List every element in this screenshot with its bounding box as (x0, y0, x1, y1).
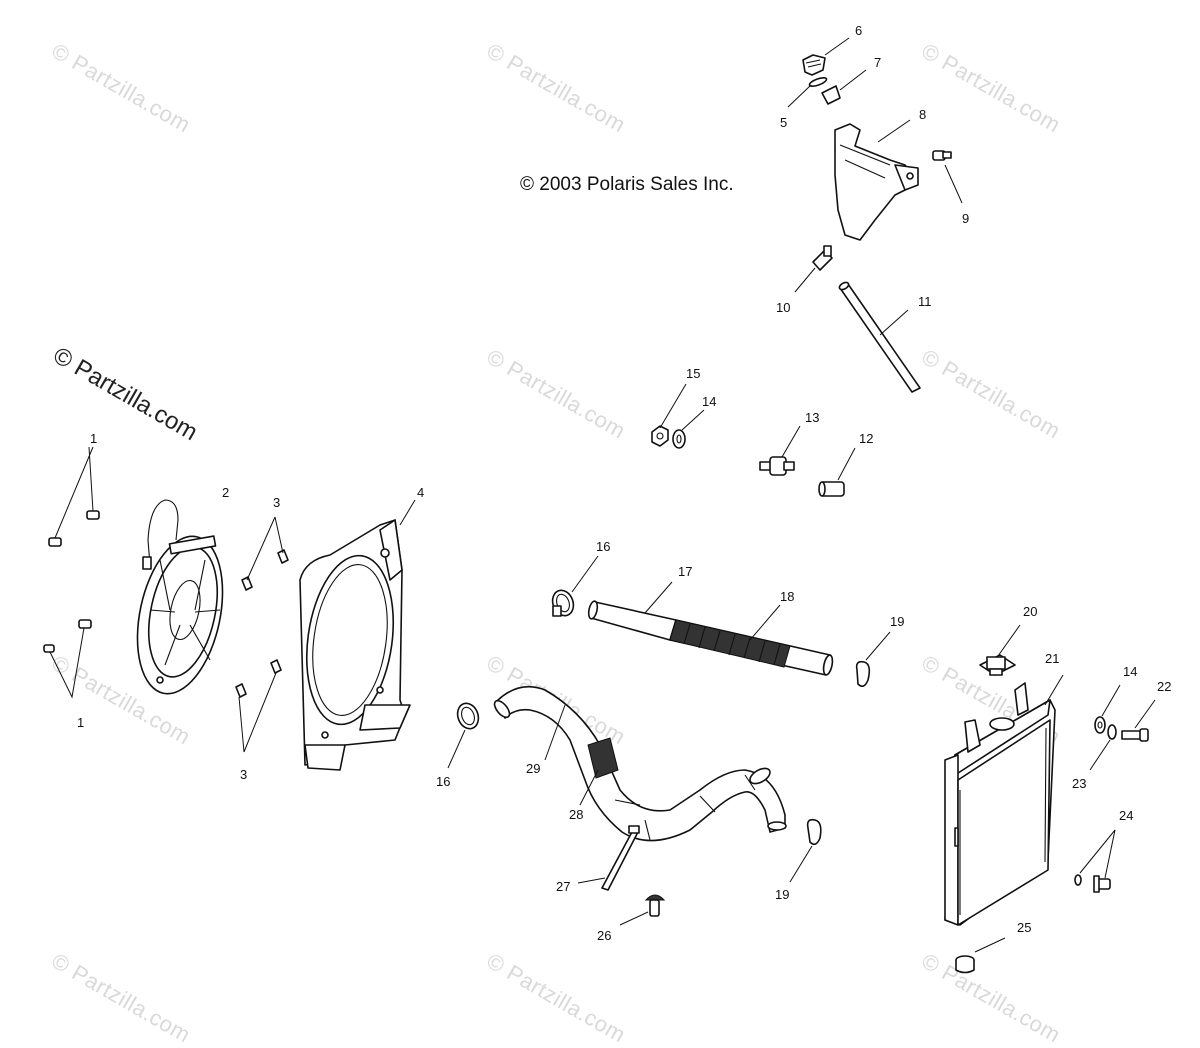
callout-29: 29 (526, 761, 541, 776)
part-29-hose-clamp[interactable] (747, 765, 772, 786)
part-24-fittings[interactable] (1074, 829, 1116, 893)
callout-25: 25 (1017, 920, 1032, 935)
callout-5: 5 (780, 115, 788, 130)
callout-28: 28 (569, 807, 584, 822)
callout-13: 13 (805, 410, 820, 425)
callout-18: 18 (780, 589, 795, 604)
part-5-o-ring[interactable] (787, 76, 828, 108)
part-6-cap[interactable] (802, 37, 850, 76)
part-1-screws[interactable] (43, 446, 100, 699)
callout-6: 6 (855, 23, 863, 38)
parts-diagram (43, 37, 1156, 974)
callout-1: 1 (90, 431, 98, 446)
part-14-washer[interactable] (672, 409, 705, 449)
part-7-neck[interactable] (821, 69, 867, 105)
part-4-fan-shroud[interactable] (297, 499, 416, 771)
callout-19: 19 (775, 887, 790, 902)
callout-21: 21 (1045, 651, 1060, 666)
callout-20: 20 (1023, 604, 1038, 619)
callout-10: 10 (776, 300, 791, 315)
part-3-clips[interactable] (235, 516, 289, 753)
callout-3: 3 (240, 767, 248, 782)
part-19-clamp-upper[interactable] (855, 631, 891, 688)
part-15-nut[interactable] (651, 383, 687, 447)
callout-7: 7 (874, 55, 882, 70)
part-23-washer[interactable] (1089, 724, 1117, 771)
part-2-fan-assembly[interactable] (124, 499, 236, 702)
callout-15: 15 (686, 366, 701, 381)
part-16-hose-clamp-upper[interactable] (549, 555, 599, 619)
part-8-coolant-reservoir[interactable] (834, 119, 919, 241)
part-17-hose[interactable] (587, 581, 677, 641)
part-28-hose-sleeve[interactable] (579, 737, 619, 806)
callout-17: 17 (678, 564, 693, 579)
part-14-washer-right[interactable] (1094, 684, 1121, 734)
callout-4: 4 (417, 485, 425, 500)
callout-3: 3 (273, 495, 281, 510)
callout-9: 9 (962, 211, 970, 226)
callout-16: 16 (436, 774, 451, 789)
callout-19: 19 (890, 614, 905, 629)
part-27-cable-tie[interactable] (577, 825, 640, 891)
part-25-drain-plug[interactable] (955, 937, 1006, 974)
callout-14: 14 (702, 394, 717, 409)
callout-23: 23 (1072, 776, 1087, 791)
part-21-radiator[interactable] (944, 674, 1064, 926)
part-11-vent-tube[interactable] (838, 281, 921, 393)
part-22-bolt[interactable] (1121, 699, 1156, 742)
callout-14: 14 (1123, 664, 1138, 679)
part-18-corrugated-hose[interactable] (669, 604, 834, 676)
callout-24: 24 (1119, 808, 1134, 823)
part-12-spacer[interactable] (818, 447, 856, 497)
part-13-grommet[interactable] (759, 425, 801, 476)
part-10-fitting[interactable] (794, 245, 833, 293)
callout-2: 2 (222, 485, 230, 500)
part-20-radiator-cap[interactable] (979, 624, 1021, 676)
part-26-push-rivet[interactable] (619, 894, 666, 926)
copyright-notice: © 2003 Polaris Sales Inc. (520, 174, 734, 195)
callout-27: 27 (556, 879, 571, 894)
callout-11: 11 (918, 294, 932, 309)
callout-26: 26 (597, 928, 612, 943)
callout-1: 1 (77, 715, 85, 730)
part-16-hose-clamp-lower[interactable] (447, 700, 482, 769)
callout-8: 8 (919, 107, 927, 122)
callout-22: 22 (1157, 679, 1172, 694)
part-9-bolt[interactable] (932, 150, 963, 204)
part-19-clamp-lower[interactable] (789, 818, 822, 883)
callout-16: 16 (596, 539, 611, 554)
callout-12: 12 (859, 431, 874, 446)
